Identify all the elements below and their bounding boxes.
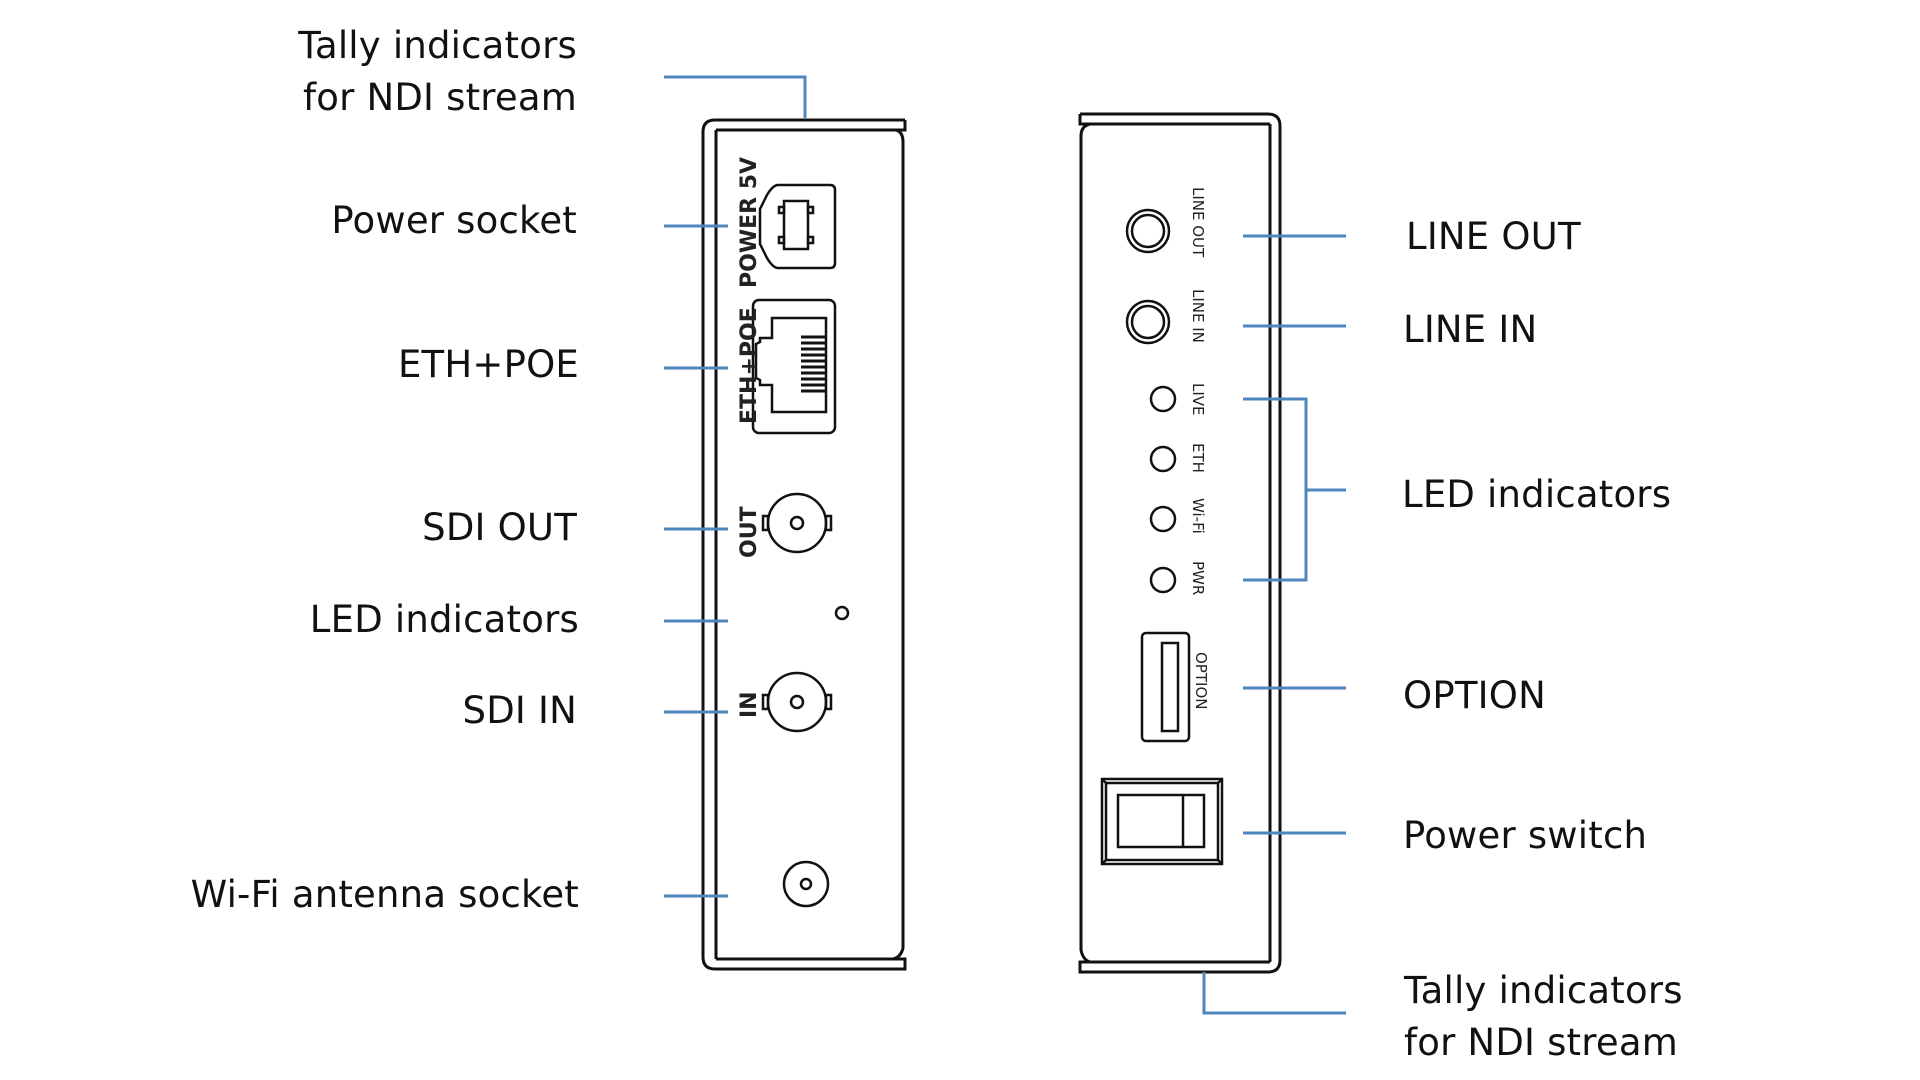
option-usb-port-icon (1140, 631, 1191, 743)
callout-label-line-out: LINE OUT (1406, 215, 1581, 258)
sdi-in-bnc-icon (761, 671, 833, 733)
callout-label-tally-bottom-line2: for NDI stream (1404, 1021, 1678, 1064)
callout-label-wifi-antenna: Wi-Fi antenna socket (190, 873, 579, 916)
callout-label-led-right: LED indicators (1402, 473, 1672, 516)
right-device-inner-panel (1079, 122, 1272, 964)
callout-lines (664, 75, 1346, 1015)
led-wifi-icon (1149, 505, 1177, 533)
callout-label-sdi-in: SDI IN (462, 689, 577, 732)
callout-label-tally-top: Tally indicators for NDI stream (298, 20, 577, 124)
port-label-power: POWER 5V (737, 157, 762, 288)
callout-label-line-in: LINE IN (1403, 308, 1538, 351)
callout-label-tally-top-line2: for NDI stream (303, 76, 577, 119)
port-label-wifi: Wi-Fi (1189, 498, 1207, 534)
callout-label-power-switch: Power switch (1403, 814, 1648, 857)
led-live-icon (1149, 385, 1177, 413)
wifi-antenna-socket-icon (782, 860, 830, 908)
sdi-out-bnc-icon (761, 492, 833, 554)
led-indicator-icon (834, 605, 850, 621)
callout-label-option: OPTION (1403, 674, 1546, 717)
led-eth-icon (1149, 445, 1177, 473)
line-in-jack-icon (1125, 299, 1171, 345)
callout-label-sdi-out: SDI OUT (422, 506, 577, 549)
port-label-eth-led: ETH (1189, 443, 1207, 473)
left-device (701, 118, 907, 971)
callout-line-tally-top (664, 75, 807, 118)
left-device-inner-panel (714, 128, 905, 961)
port-label-eth: ETH+POE (737, 307, 762, 424)
led-pwr-icon (1149, 566, 1177, 594)
right-device-top-rail (1078, 114, 1270, 126)
callout-label-tally-top-line1: Tally indicators (298, 24, 577, 67)
power-switch-icon (1100, 777, 1224, 866)
right-device-outer-shell (1078, 112, 1282, 974)
callout-line-tally-bottom (1202, 972, 1346, 1015)
callout-label-tally-bottom: Tally indicators for NDI stream (1404, 965, 1683, 1069)
callout-label-led-left: LED indicators (309, 598, 579, 641)
port-label-sdi-out: OUT (737, 506, 762, 558)
port-label-option: OPTION (1192, 652, 1210, 709)
port-label-sdi-in: IN (737, 691, 762, 718)
callout-label-eth-poe: ETH+POE (397, 343, 579, 386)
ethernet-port-icon (751, 298, 837, 435)
port-label-line-out: LINE OUT (1189, 187, 1207, 258)
callout-line-led-right (1243, 397, 1346, 582)
power-socket-icon (758, 183, 837, 270)
callout-label-tally-bottom-line1: Tally indicators (1404, 969, 1683, 1012)
line-out-jack-icon (1125, 208, 1171, 254)
port-label-live: LIVE (1189, 383, 1207, 416)
port-label-pwr: PWR (1189, 561, 1207, 595)
port-label-line-in: LINE IN (1189, 289, 1207, 343)
left-device-outer-shell (701, 118, 907, 971)
callout-label-power-socket: Power socket (331, 199, 577, 242)
right-device (1078, 112, 1282, 974)
